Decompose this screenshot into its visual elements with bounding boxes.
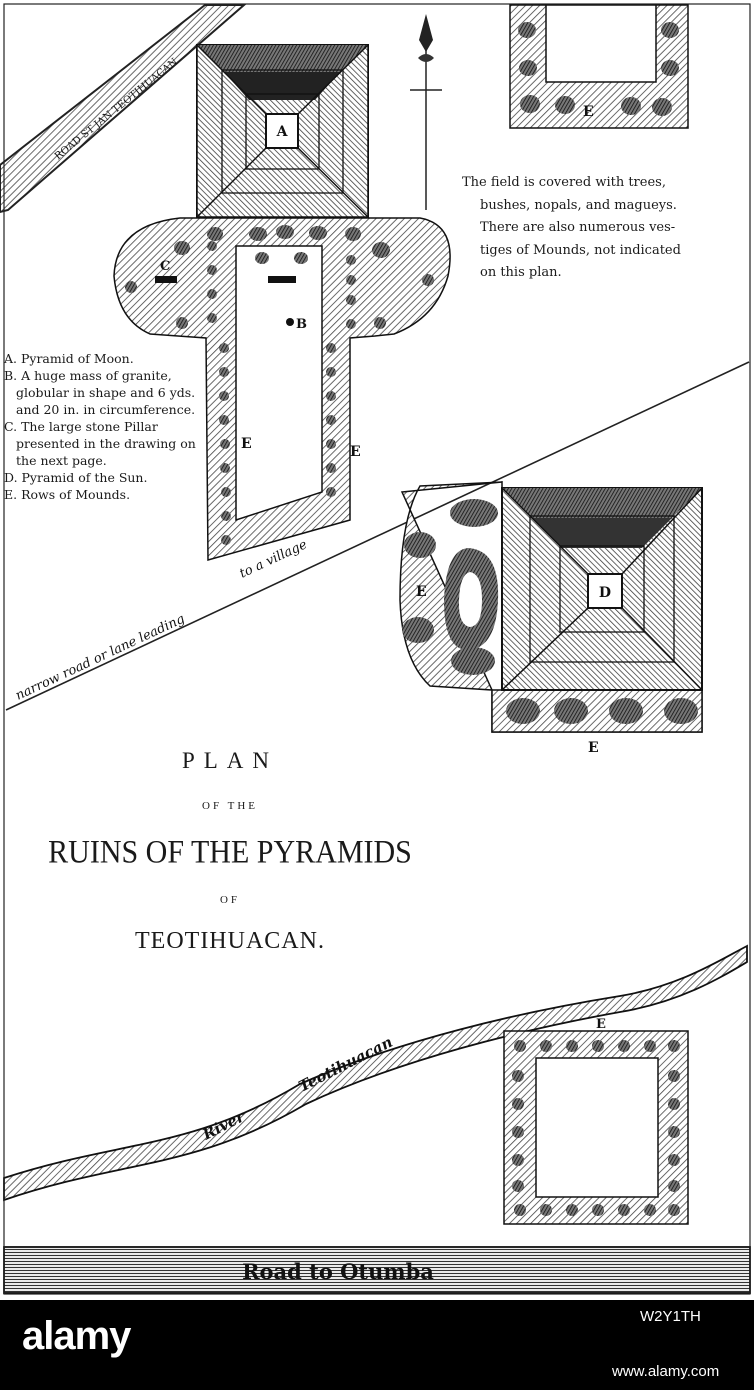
field-note-line-5: on this plan. (480, 265, 562, 280)
watermark-image-id: W2Y1TH (640, 1308, 701, 1325)
field-note-line-3: There are also numerous ves- (480, 220, 676, 235)
legend-item-d: D. Pyramid of the Sun. (4, 470, 148, 485)
title-line-3: RUINS OF THE PYRAMIDS (48, 834, 412, 871)
mounds-label-west: E (241, 436, 252, 452)
watermark-footer: alamy W2Y1TH www.alamy.com (0, 1300, 754, 1390)
field-note-line-1: The field is covered with trees, (462, 175, 666, 190)
field-note-line-4: tiges of Mounds, not indicated (480, 242, 681, 258)
north-arrow-icon (410, 14, 442, 210)
mounds-label-south: E (596, 1017, 606, 1032)
stone-pillar-label: C (160, 259, 170, 274)
watermark-site: www.alamy.com (612, 1363, 720, 1380)
plan-title: PLAN OF THE RUINS OF THE PYRAMIDS OF TEO… (0, 740, 460, 955)
pyramid-moon-label: A (276, 124, 289, 140)
road-to-otumba: Road to Otumba (3, 1246, 751, 1294)
title-line-2: OF THE (202, 800, 258, 812)
pyramid-sun-label: D (599, 585, 611, 601)
legend: A. Pyramid of Moon. B. A huge mass of gr… (4, 350, 204, 503)
stone-pillar-marker (155, 276, 177, 283)
map-plate: ROAD ST JAN TEOTIHUACAN E (0, 3, 751, 1295)
legend-item-a: A. Pyramid of Moon. (4, 351, 134, 366)
title-line-1: PLAN (181, 748, 279, 773)
watermark-brand: alamy (22, 1314, 131, 1358)
granite-mass-label: B (296, 317, 307, 332)
pillar-marker-center (268, 276, 296, 283)
legend-item-c: C. The large stone Pillar presented in t… (4, 419, 196, 468)
granite-mass-marker (286, 318, 294, 326)
mounds-label-east: E (350, 444, 361, 460)
mounds-label-sun-south: E (588, 740, 599, 756)
plate-frame (3, 3, 751, 1295)
legend-item-b: B. A huge mass of granite, globular in s… (4, 368, 196, 417)
field-note: The field is covered with trees, bushes,… (462, 172, 752, 285)
avenue-of-the-dead: C B E E (113, 217, 451, 561)
legend-item-e: E. Rows of Mounds. (4, 487, 131, 502)
north-mound-enclosure: E (509, 4, 689, 129)
south-mound-enclosure: E (503, 1017, 689, 1225)
road-otumba-label: Road to Otumba (242, 1259, 434, 1284)
field-note-line-2: bushes, nopals, and magueys. (480, 197, 677, 213)
title-line-5: TEOTIHUACAN. (135, 928, 325, 954)
pyramid-of-the-sun: D E E (399, 481, 703, 756)
title-line-4: OF (219, 894, 241, 906)
pyramid-of-the-moon: A (196, 44, 369, 218)
mounds-label-sun-west: E (416, 584, 427, 600)
mounds-label-north: E (583, 104, 594, 120)
